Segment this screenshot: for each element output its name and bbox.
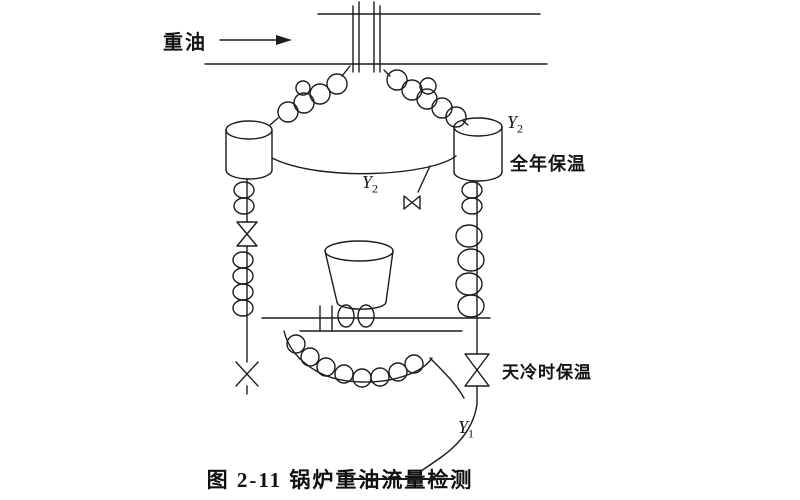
flow-meter-taps <box>352 1 381 73</box>
y2-mid-label: Y2 <box>362 172 378 197</box>
heavy-oil-label: 重油 <box>163 30 207 54</box>
cold-weather-insulation-label: 天冷时保温 <box>502 363 592 383</box>
y2-mid-sub: 2 <box>372 181 379 196</box>
y2-right-base: Y <box>507 112 518 132</box>
lower-coil-run <box>283 330 465 399</box>
burner-header-pipe <box>261 305 491 332</box>
figure-caption: 图 2-11 锅炉重油流量检测 <box>206 468 474 492</box>
y1-base: Y <box>458 417 469 437</box>
left-bottom-valve <box>235 361 259 387</box>
right-insulated-riser <box>455 180 485 319</box>
left-insulated-riser <box>232 178 259 395</box>
tank-connecting-pipe <box>271 155 457 175</box>
heavy-oil-flow-arrow <box>219 35 292 45</box>
y2-valve <box>403 165 431 210</box>
left-insulated-branch <box>269 65 351 126</box>
y1-sub: 1 <box>468 426 475 441</box>
y2-right-label: Y2 <box>507 112 523 137</box>
all-year-insulation-label: 全年保温 <box>510 154 586 175</box>
y1-drain-curve <box>420 403 478 472</box>
right-tank <box>453 117 503 182</box>
cold-weather-valve <box>464 317 490 405</box>
y1-label: Y1 <box>458 417 474 442</box>
y2-mid-base: Y <box>362 172 373 192</box>
y2-right-sub: 2 <box>517 121 524 136</box>
burner-funnel <box>324 240 394 328</box>
right-insulated-branch <box>383 69 469 128</box>
left-tank <box>225 120 273 180</box>
top-oil-pipe <box>204 13 548 65</box>
left-gate-valve <box>236 221 258 235</box>
scan-artifact-line <box>350 478 454 480</box>
